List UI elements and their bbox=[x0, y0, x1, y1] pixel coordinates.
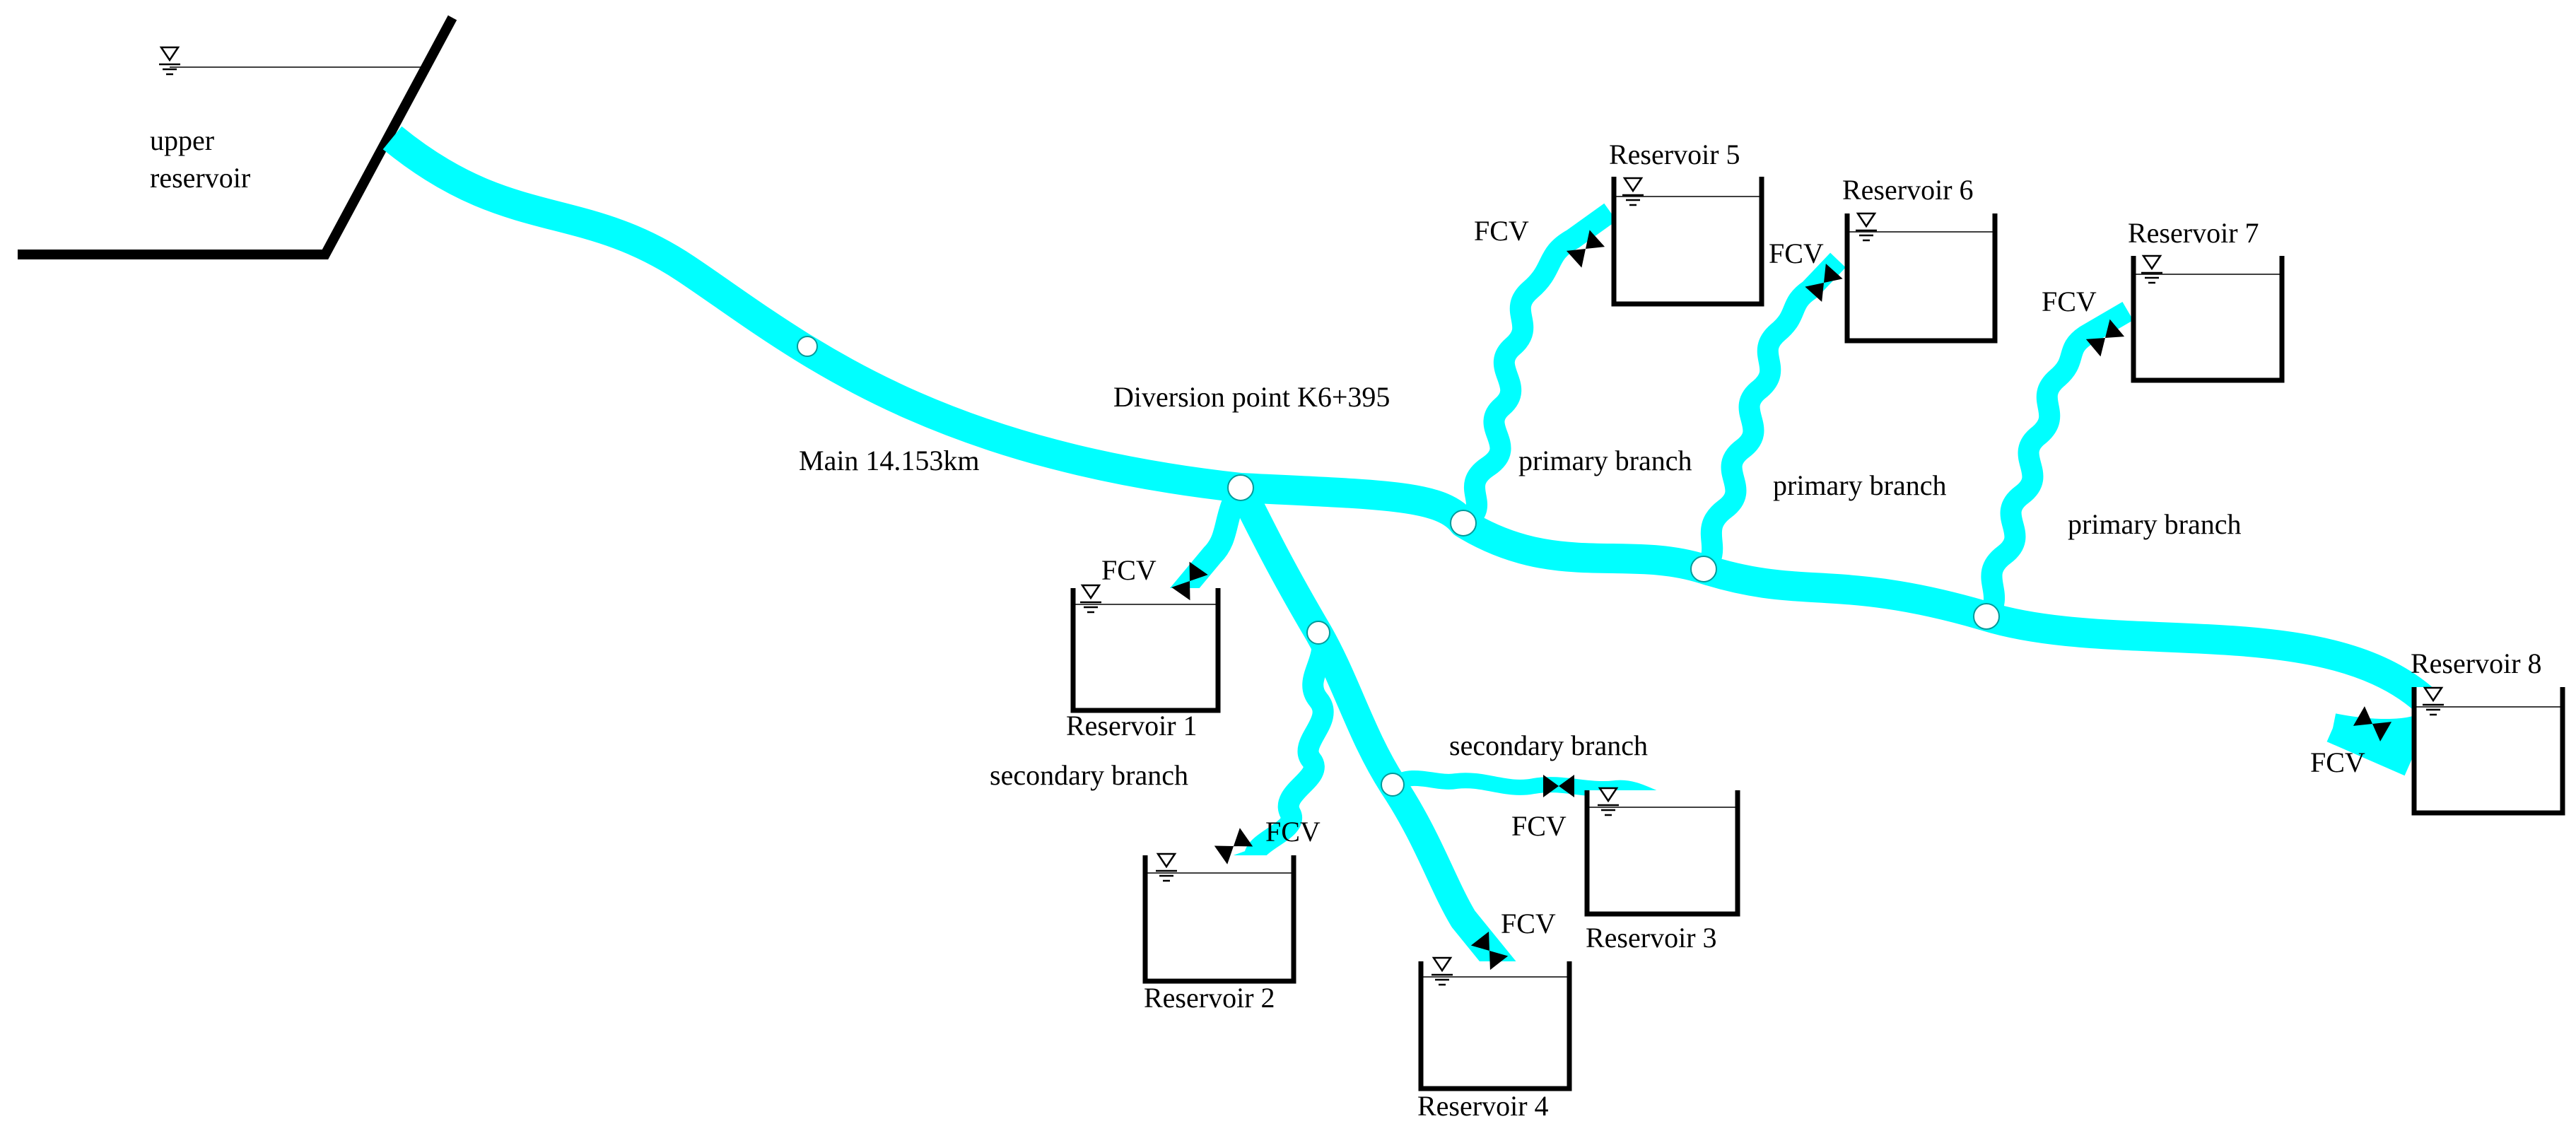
diversion-node bbox=[1227, 474, 1254, 501]
pipes bbox=[382, 126, 2451, 985]
reservoir-7: Reservoir 7 bbox=[2128, 217, 2285, 383]
branch-pipe-reservoir-1 bbox=[1168, 481, 1251, 605]
reservoir-1-label: Reservoir 1 bbox=[1066, 710, 1198, 742]
secondary-branch-label-1: secondary branch bbox=[990, 759, 1188, 791]
primary-branch-pipe-2 bbox=[1695, 252, 1846, 577]
junctions bbox=[797, 336, 2000, 797]
main-pipe-label: Main 14.153km bbox=[799, 445, 980, 476]
diversion-point-label: Diversion point K6+395 bbox=[1113, 381, 1390, 413]
reservoir-7-label: Reservoir 7 bbox=[2128, 217, 2259, 249]
reservoir-2-label: Reservoir 2 bbox=[1144, 982, 1275, 1014]
main-junction-node bbox=[797, 336, 818, 357]
reservoir-3-label: Reservoir 3 bbox=[1586, 922, 1717, 954]
secondary-branch-label-2: secondary branch bbox=[1449, 729, 1648, 761]
reservoir-5-label: Reservoir 5 bbox=[1609, 139, 1740, 170]
primary-branch-pipe-1 bbox=[1457, 203, 1617, 533]
fcv-label-reservoir-1: FCV bbox=[1101, 554, 1157, 586]
upper-reservoir-label-line2: reservoir bbox=[150, 162, 250, 194]
fcv-label-reservoir-7: FCV bbox=[2042, 286, 2097, 317]
primary-branch-pipe-3 bbox=[1978, 302, 2133, 624]
fcv-label-reservoir-5: FCV bbox=[1474, 215, 1529, 247]
reservoir-8: Reservoir 8 bbox=[2411, 647, 2565, 816]
secondary-trunk-pipe bbox=[1228, 481, 1521, 985]
secondary-branch-pipe-2 bbox=[1388, 770, 1668, 810]
fcv-label-reservoir-3: FCV bbox=[1511, 810, 1567, 842]
reservoir-2: Reservoir 2 bbox=[1142, 852, 1296, 1014]
reservoir-4: Reservoir 4 bbox=[1417, 956, 1572, 1122]
reservoir-8-label: Reservoir 8 bbox=[2411, 647, 2542, 679]
secondary-junction-node-1 bbox=[1306, 621, 1330, 645]
secondary-branch-pipe-1 bbox=[1212, 627, 1334, 884]
reservoir-1: Reservoir 1 bbox=[1066, 584, 1221, 742]
fcv-label-reservoir-4: FCV bbox=[1501, 908, 1556, 939]
water-level-icon bbox=[158, 46, 182, 76]
reservoir-6-label: Reservoir 6 bbox=[1842, 174, 1974, 206]
fcv-label-reservoir-6: FCV bbox=[1769, 238, 1824, 269]
reservoir-4-label: Reservoir 4 bbox=[1417, 1090, 1549, 1122]
upper-reservoir-label-line1: upper bbox=[150, 124, 214, 156]
primary-junction-node-2 bbox=[1690, 556, 1717, 582]
reservoir-3: Reservoir 3 bbox=[1584, 787, 1740, 954]
secondary-junction-node-2 bbox=[1381, 773, 1405, 797]
primary-branch-label-3: primary branch bbox=[2068, 508, 2241, 540]
main-pipe bbox=[382, 126, 2451, 749]
primary-junction-node-3 bbox=[1973, 603, 2000, 630]
primary-junction-node-1 bbox=[1450, 510, 1477, 537]
pipe-labels: Main 14.153km Diversion point K6+395 pri… bbox=[799, 381, 2241, 791]
primary-branch-label-2: primary branch bbox=[1773, 469, 1946, 501]
reservoir-5: Reservoir 5 bbox=[1609, 139, 1764, 307]
reservoir-6: Reservoir 6 bbox=[1842, 174, 1998, 344]
fcv-label-reservoir-8: FCV bbox=[2310, 746, 2365, 778]
upper-reservoir: upper reservoir bbox=[18, 15, 457, 259]
fcv-labels: FCV FCV FCV FCV FCV FCV FCV FCV bbox=[1101, 215, 2365, 939]
fcv-label-reservoir-2: FCV bbox=[1265, 816, 1321, 848]
primary-branch-label-1: primary branch bbox=[1518, 445, 1692, 476]
